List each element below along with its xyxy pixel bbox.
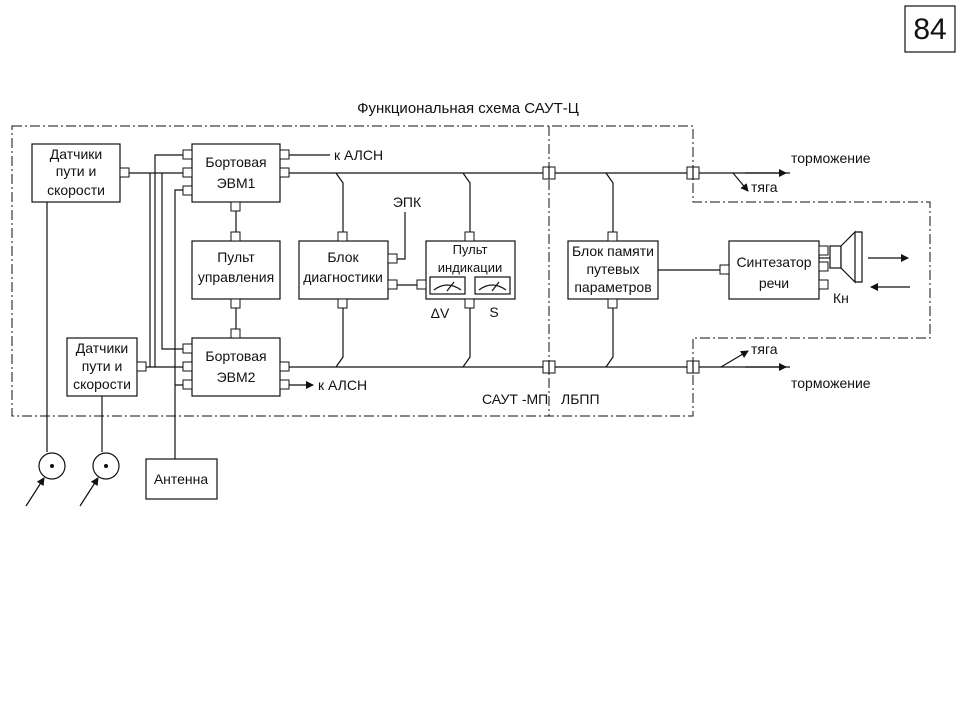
indication-line1: Пульт [453,242,488,257]
antenna-block [145,458,218,500]
antenna-label: Антенна [154,471,209,487]
saut-mp-label: САУТ -МП [482,391,548,407]
evm1-line2: ЭВМ1 [217,175,256,191]
speaker-icon [829,230,863,284]
control-panel-block [191,240,281,300]
traction-bottom-label: тяга [751,341,778,357]
sensors-top-block [31,143,121,203]
memory-line1: Блок памяти [572,243,654,259]
epk-label: ЭПК [393,194,422,210]
diagram-title: Функциональная схема САУТ-Ц [357,100,579,117]
control-panel-line2: управления [198,269,274,285]
traction-top-label: тяга [751,179,778,195]
indication-line2: индикации [438,260,502,275]
control-panel-line1: Пульт [217,249,255,265]
memory-line3: параметров [574,279,651,295]
distance-label: S [489,304,498,320]
speed-meter-icon [429,276,466,295]
distance-meter-icon [474,276,511,295]
terminal-squares [119,149,829,390]
alsn-top-label: к АЛСН [334,147,383,163]
sensors-top-line3: скорости [47,182,105,198]
evm2-block [191,337,281,397]
sensors-bottom-line3: скорости [73,376,131,392]
sensors-bottom-block [66,337,138,397]
signal-arrows [280,169,910,389]
boundary-connectors [542,166,700,374]
synth-line2: речи [759,275,789,291]
sensors-bottom-line2: пути и [82,358,123,374]
synth-line1: Синтезатор [736,254,811,270]
lbpp-label: ЛБПП [561,391,600,407]
alsn-bottom-label: к АЛСН [318,377,367,393]
sensors-top-line1: Датчики [50,146,102,162]
evm1-line1: Бортовая [205,154,266,170]
wheel-sensor-right-icon [79,452,120,507]
memory-line2: путевых [586,261,639,277]
braking-bottom-label: торможение [791,375,871,391]
diagnostics-line1: Блок [327,249,359,265]
delta-v-label: ΔV [431,305,450,321]
wheel-sensor-left-icon [25,452,66,507]
kn-label: Кн [833,290,849,306]
evm2-line1: Бортовая [205,348,266,364]
slide-number: 84 [913,13,946,46]
saut-mp-boundary [11,125,931,417]
evm1-block [191,143,281,203]
slide-number-box [904,5,956,53]
diagnostics-line2: диагностики [303,269,383,285]
braking-top-label: торможение [791,150,871,166]
sensors-top-line2: пути и [56,163,97,179]
evm2-line2: ЭВМ2 [217,369,256,385]
diagnostics-block [298,240,389,300]
sensors-bottom-line1: Датчики [76,340,128,356]
